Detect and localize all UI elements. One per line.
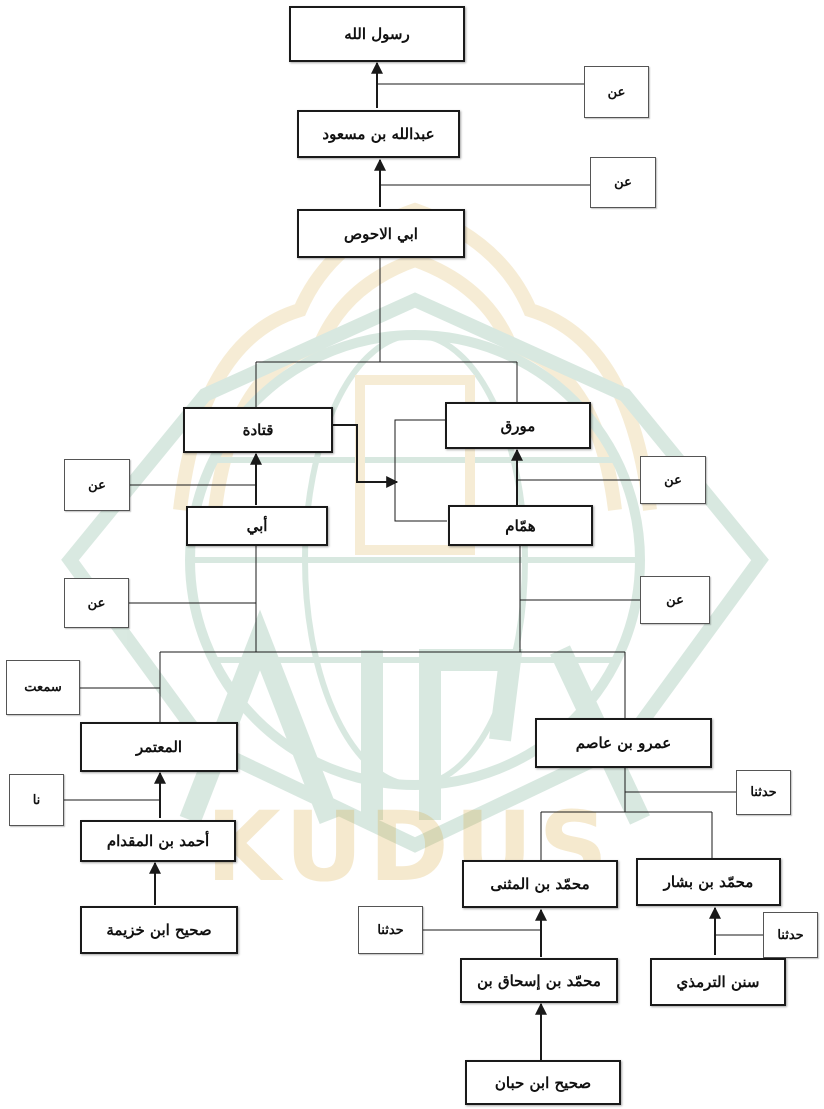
label-an: عن — [64, 459, 130, 511]
label-an: عن — [640, 456, 706, 504]
node-qatadah: قتادة — [183, 407, 333, 453]
label-samitu: سمعت — [6, 660, 80, 715]
node-sahih-ibn-khuzaymah: صحيح ابن خزيمة — [80, 906, 238, 954]
label-an: عن — [640, 576, 710, 624]
node-muhammad-ibn-ishaq: محمّد بن إسحاق بن — [460, 958, 618, 1003]
label-haddathana: حدثنا — [763, 912, 818, 958]
label-an: عن — [584, 66, 649, 118]
label-an: عن — [64, 578, 129, 628]
label-na: نا — [9, 774, 64, 826]
node-rasul-allah: رسول الله — [289, 6, 465, 62]
node-muwarriq: مورق — [445, 402, 591, 449]
label-an: عن — [590, 157, 656, 208]
node-amr-ibn-asim: عمرو بن عاصم — [535, 718, 712, 768]
label-haddathana: حدثنا — [736, 770, 791, 815]
node-abi-al-ahwas: ابي الاحوص — [297, 209, 465, 258]
node-ahmad-ibn-al-miqdam: أحمد بن المقدام — [80, 820, 236, 862]
node-abi: أبي — [186, 506, 328, 546]
node-sahih-ibn-hibban: صحيح ابن حبان — [465, 1060, 621, 1105]
node-hammam: همّام — [448, 505, 593, 546]
node-muhammad-ibn-bashshar: محمّد بن بشار — [636, 858, 781, 906]
node-sunan-al-tirmidhi: سنن الترمذي — [650, 958, 786, 1006]
node-al-mutamir: المعتمر — [80, 722, 238, 772]
label-haddathana: حدثنا — [358, 906, 423, 954]
node-muhammad-ibn-al-muthanna: محمّد بن المثنى — [462, 860, 618, 908]
node-abdullah-ibn-masud: عبدالله بن مسعود — [297, 110, 460, 158]
